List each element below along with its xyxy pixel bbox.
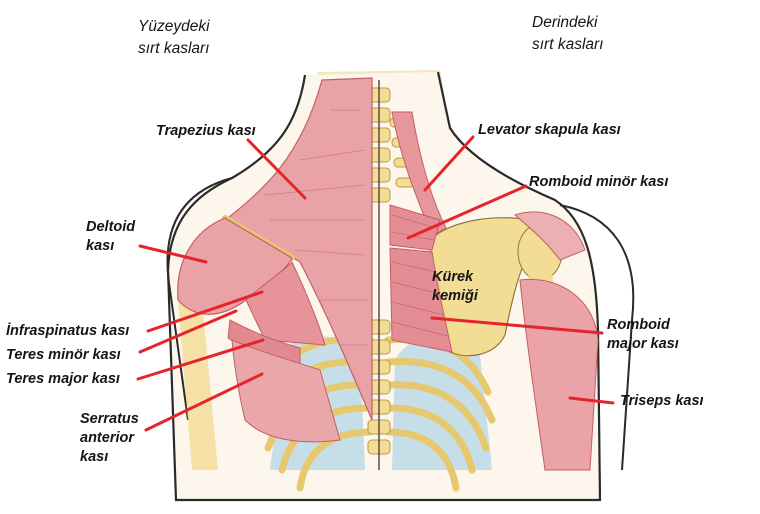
heading-deep: Derindeki sırt kasları [532,12,603,56]
label-scapula: Kürek kemiği [432,268,478,306]
left-arm-outline [166,177,233,421]
heading-superficial: Yüzeydeki sırt kasları [138,16,210,60]
deltoid-right [514,211,586,261]
leader-deltoid [138,244,208,264]
label-rhomboid-minor: Romboid minör kası [529,173,668,192]
label-serratus-line2: anterior [80,430,134,446]
label-serratus-line3: kası [80,449,109,465]
leader-rhomboid-minor [406,184,528,240]
heading-superficial-line1: Yüzeydeki [138,18,210,35]
right-arm-outline [559,204,635,471]
label-serratus: Serratus anterior kası [80,410,139,467]
infraspinatus-muscle [245,261,326,346]
leader-serratus [144,372,264,432]
label-rhomboid-major-line2: major kası [607,336,679,352]
label-teres-minor-text: Teres minör kası [6,347,121,363]
label-infraspinatus: İnfraspinatus kası [6,322,129,341]
label-triceps-text: Triseps kası [620,393,704,409]
label-teres-major-text: Teres major kası [6,371,120,387]
heading-deep-line1: Derindeki [532,14,598,31]
label-infraspinatus-text: İnfraspinatus kası [6,323,130,339]
rhomboid-major-muscle [389,247,453,353]
label-teres-minor: Teres minör kası [6,346,121,365]
label-triceps: Triseps kası [620,392,704,411]
label-trapezius: Trapezius kası [156,122,256,141]
leader-infraspinatus [146,290,264,333]
label-rhomboid-minor-text: Romboid minör kası [529,174,669,190]
heading-superficial-line2: sırt kasları [138,40,210,57]
leader-triceps [568,396,615,405]
leader-levator [423,135,475,192]
trapezius-fibers [264,109,368,346]
heading-deep-line2: sırt kasları [532,36,604,53]
leader-trapezius [246,138,307,200]
label-trapezius-text: Trapezius kası [156,123,256,139]
label-scapula-line1: Kürek [432,269,474,285]
label-rhomboid-major: Romboid major kası [607,316,679,354]
label-deltoid-line2: kası [86,238,115,254]
label-deltoid-line1: Deltoid [86,219,136,235]
leader-teres-major [136,338,265,381]
label-levator-text: Levator skapula kası [478,122,621,138]
latissimus-muscle [231,339,341,443]
leader-rhomboid-major [430,316,604,335]
humerus-left [178,300,218,470]
rhomboid-fibers [391,214,449,337]
label-levator: Levator skapula kası [478,121,621,140]
leader-teres-minor [138,309,238,354]
label-scapula-line2: kemiği [432,288,478,304]
label-rhomboid-major-line1: Romboid [607,317,670,333]
label-deltoid: Deltoid kası [86,218,135,256]
label-serratus-line1: Serratus [80,411,139,427]
levator-scapulae-muscle [391,111,447,237]
label-teres-major: Teres major kası [6,370,120,389]
trapezius-muscle [226,77,373,421]
leader-lines [136,135,615,432]
